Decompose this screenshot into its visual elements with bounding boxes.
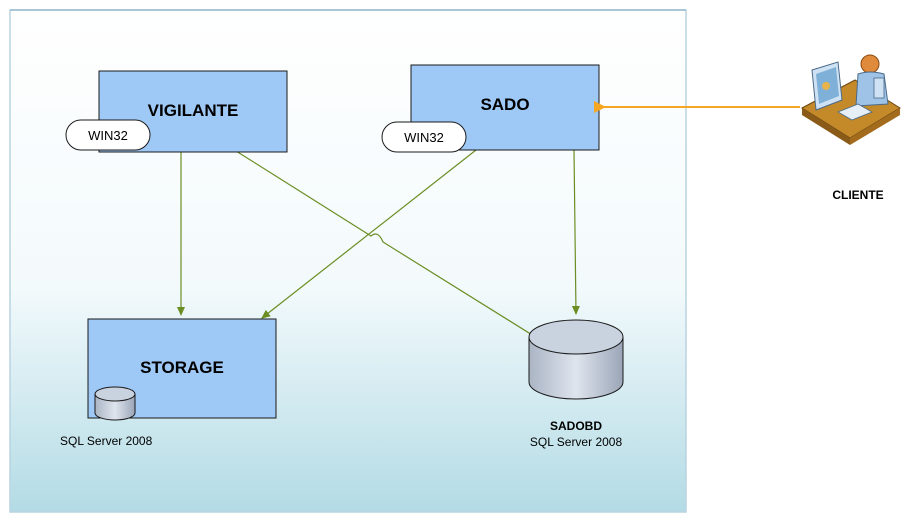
- node-storage-label: STORAGE: [140, 358, 224, 377]
- node-sado: SADO WIN32: [381, 64, 600, 153]
- node-vigilante: VIGILANTE WIN32: [65, 70, 288, 153]
- connectors: [177, 149, 580, 362]
- sadobd-database-icon: [528, 337, 624, 400]
- storage-database-icon: [94, 386, 136, 421]
- connector-vigilante-sadobd: [235, 150, 575, 362]
- node-sadobd: SADOBD SQL Server 2008: [528, 319, 624, 449]
- node-vigilante-badge-label: WIN32: [88, 128, 128, 143]
- node-vigilante-label: VIGILANTE: [148, 101, 239, 120]
- node-sado-badge-label: WIN32: [404, 130, 444, 145]
- node-storage: STORAGE SQL Server 2008: [60, 318, 277, 448]
- node-sadobd-label: SADOBD: [550, 419, 602, 433]
- node-sado-label: SADO: [480, 95, 529, 114]
- client-label: CLIENTE: [832, 188, 883, 202]
- client-user-icon: [800, 54, 901, 145]
- node-vigilante-badge: [65, 119, 151, 151]
- storage-db-caption: SQL Server 2008: [60, 434, 153, 448]
- node-sado-badge: [381, 121, 467, 153]
- connector-sado-sadobd: [571, 149, 580, 315]
- connector-sado-storage: [261, 149, 477, 319]
- node-sadobd-caption: SQL Server 2008: [530, 435, 623, 449]
